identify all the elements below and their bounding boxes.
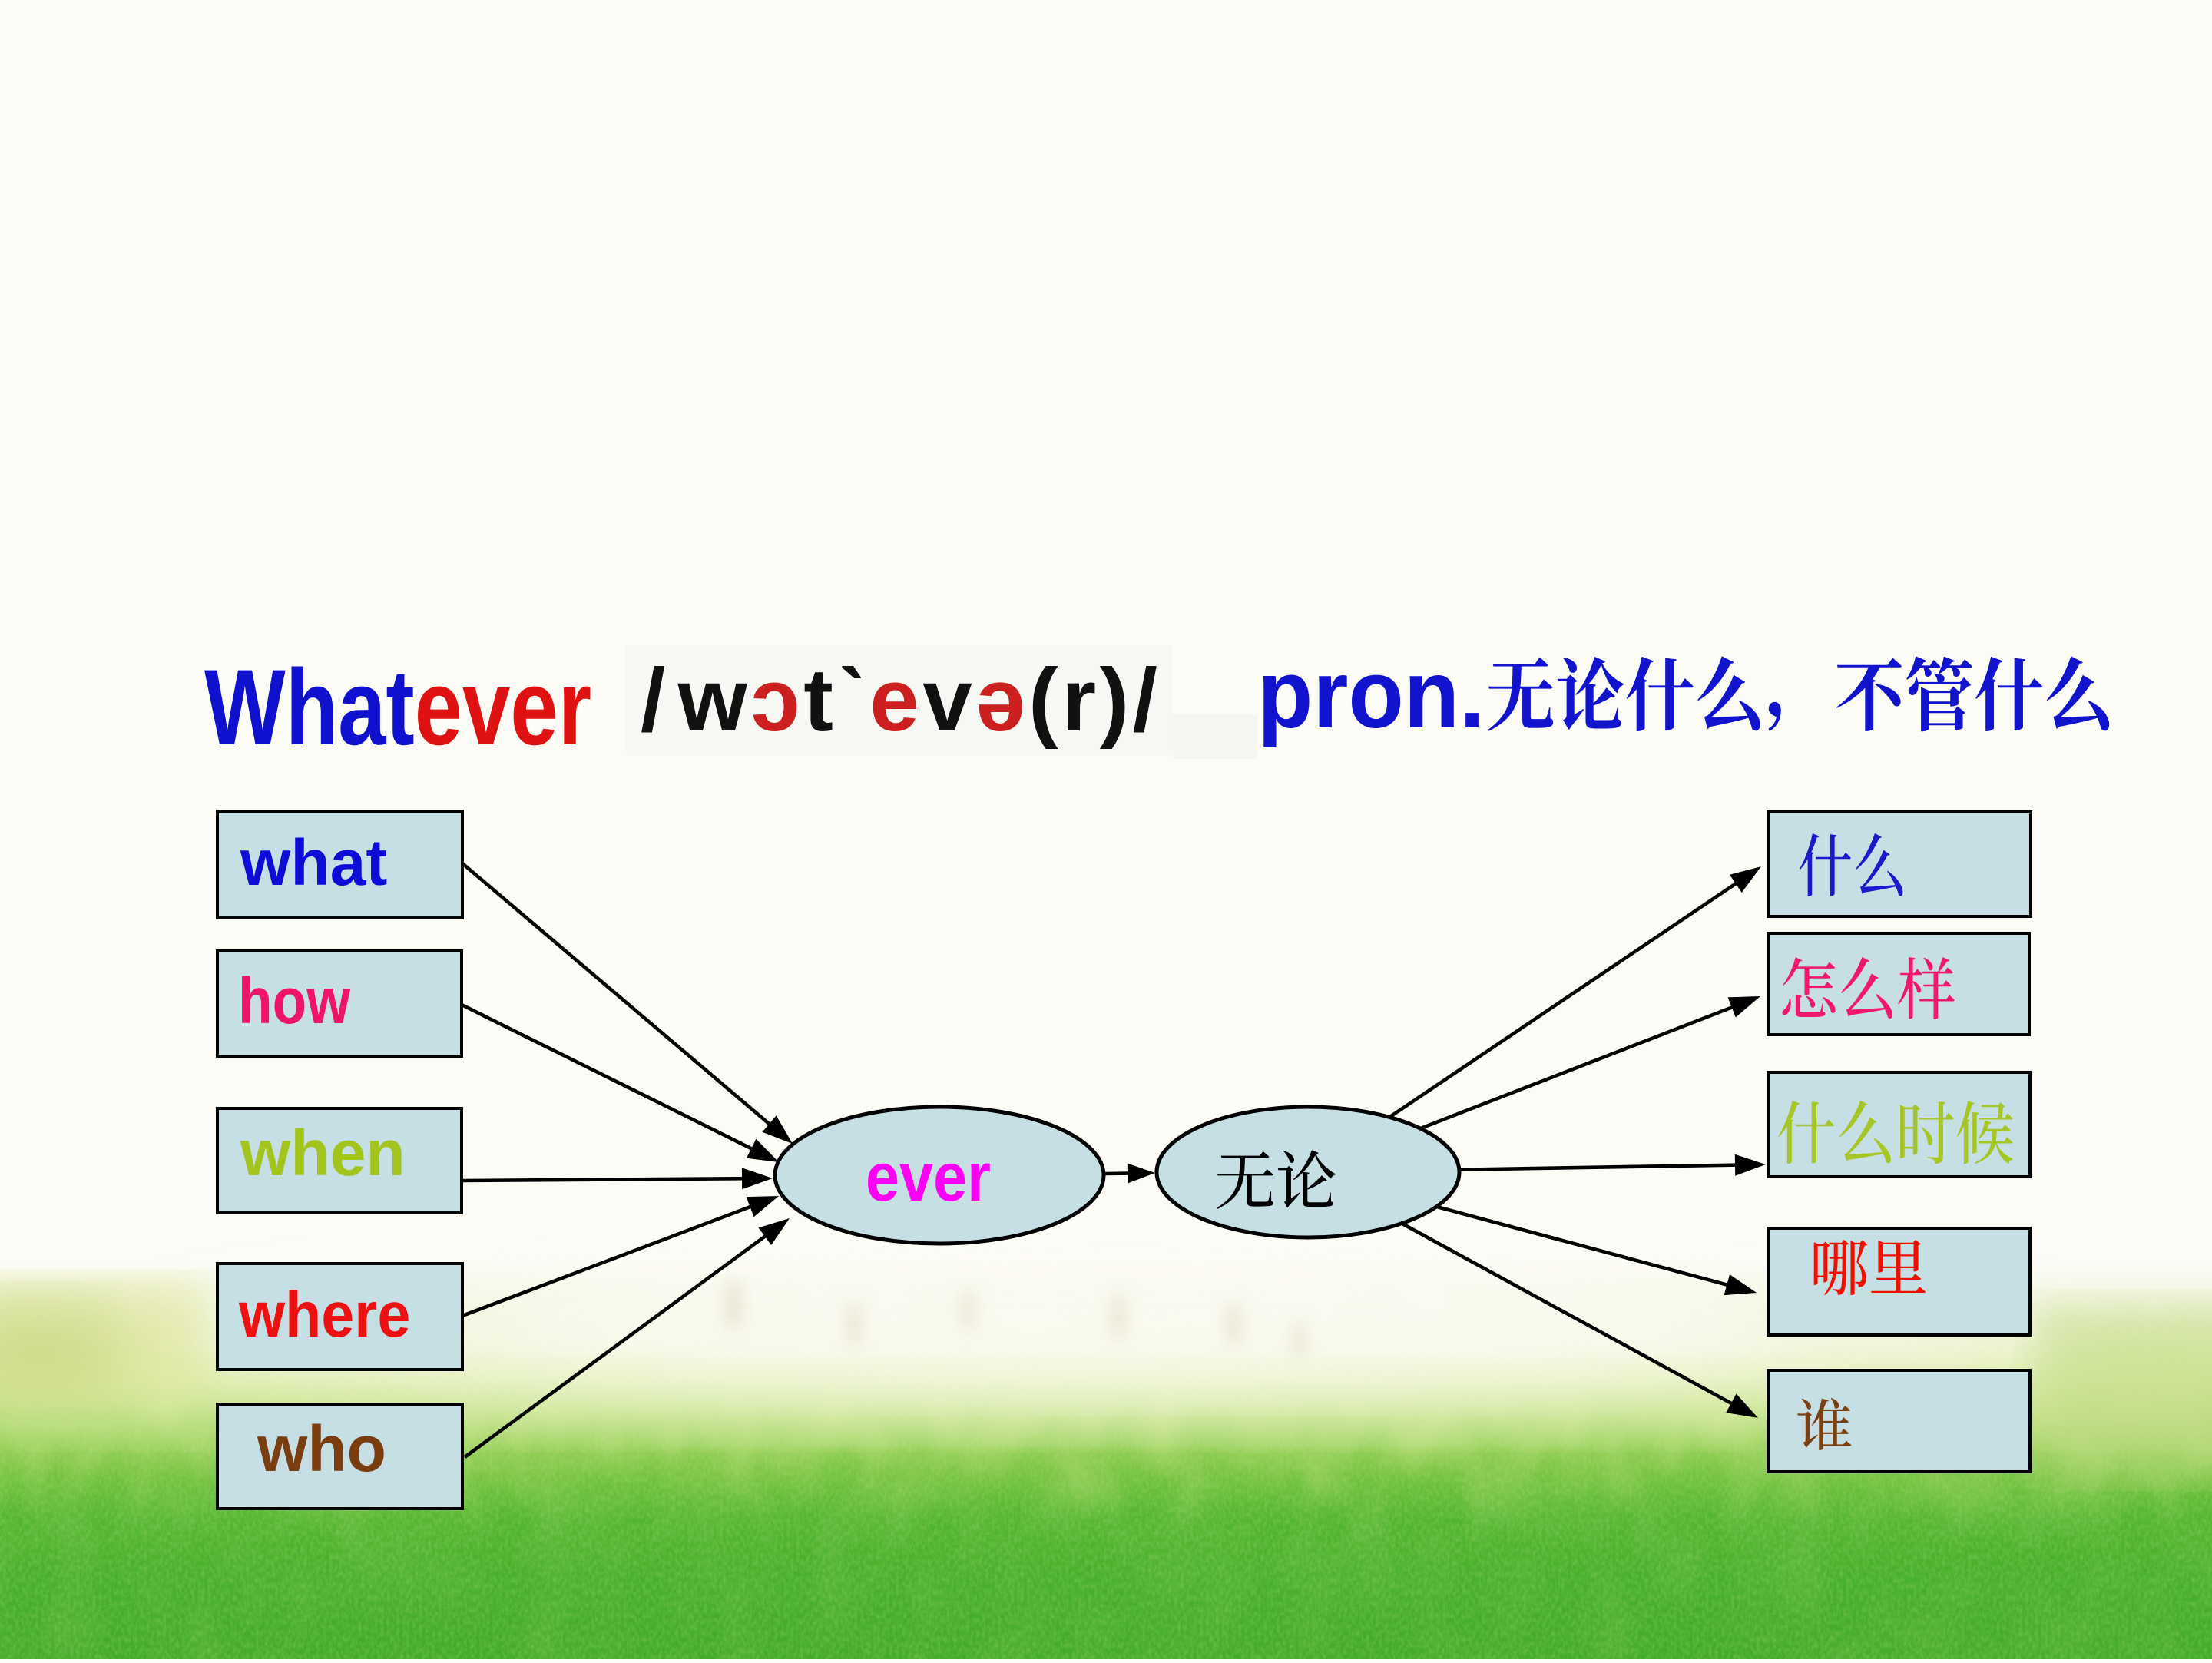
svg-text:ever: ever xyxy=(866,1138,991,1215)
svg-text:pron.: pron. xyxy=(1257,640,1485,748)
svg-text:what: what xyxy=(240,827,387,899)
svg-text:where: where xyxy=(238,1279,410,1351)
svg-text:Whatever: Whatever xyxy=(204,647,591,767)
svg-text:how: how xyxy=(238,965,351,1037)
svg-text:/wɔtˋevə(r)/: /wɔtˋevə(r)/ xyxy=(641,650,1161,750)
svg-text:when: when xyxy=(240,1117,406,1189)
svg-text:who: who xyxy=(257,1413,386,1485)
